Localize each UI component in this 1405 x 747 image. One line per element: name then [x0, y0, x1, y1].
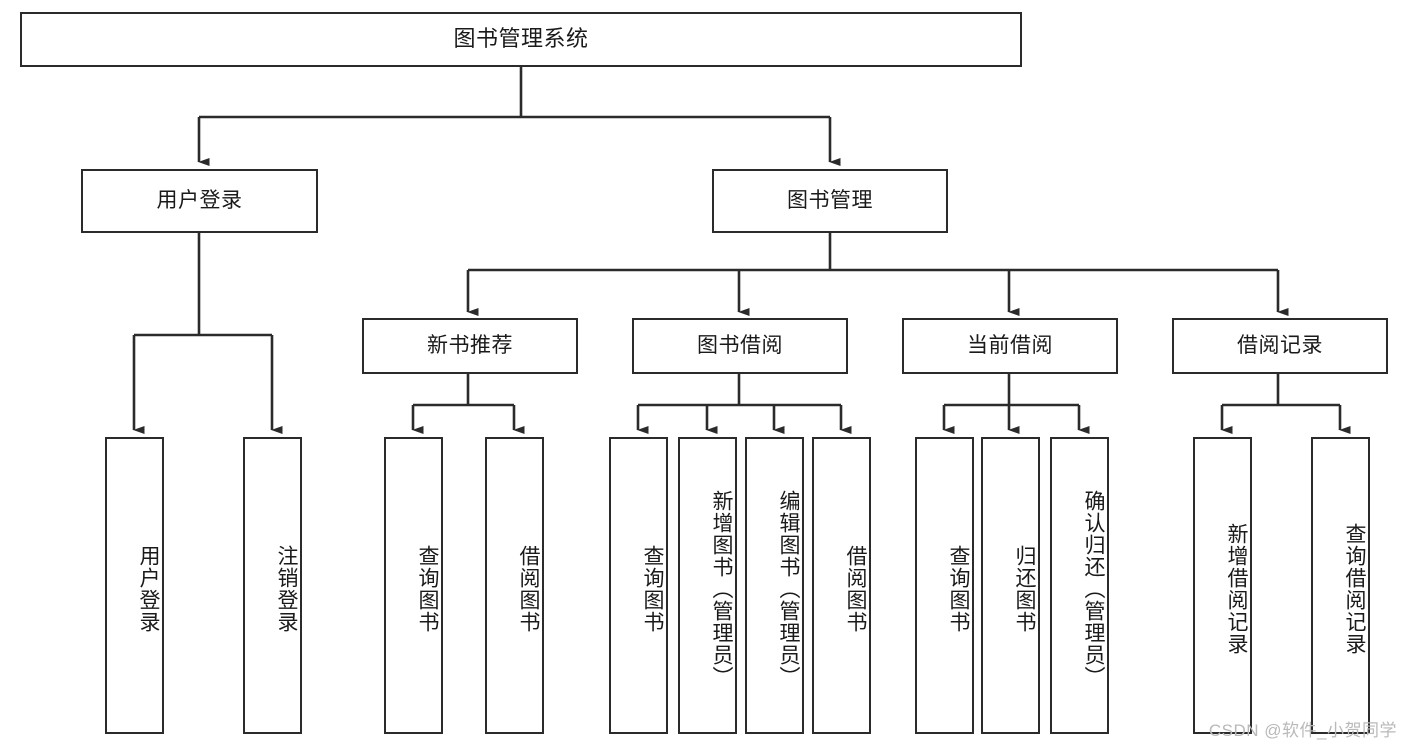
leaf-edit-book[interactable]: 编辑图书（管理员） — [745, 437, 804, 734]
node-label: 图书管理 — [787, 189, 873, 213]
node-label: 借阅记录 — [1237, 334, 1323, 358]
leaf-user-login[interactable]: 用户登录 — [105, 437, 164, 734]
node-current-borrow[interactable]: 当前借阅 — [902, 318, 1118, 374]
node-label: 查询图书 — [641, 544, 664, 633]
node-label: 查询图书 — [416, 544, 439, 633]
node-label: 注销登录 — [275, 544, 298, 633]
leaf-logout-login[interactable]: 注销登录 — [243, 437, 302, 734]
leaf-confirm-return[interactable]: 确认归还（管理员） — [1050, 437, 1109, 734]
node-label: 借阅图书 — [517, 544, 540, 633]
leaf-return-book[interactable]: 归还图书 — [981, 437, 1040, 734]
node-label: 当前借阅 — [967, 334, 1053, 358]
leaf-query-book-1[interactable]: 查询图书 — [384, 437, 443, 734]
node-user-login[interactable]: 用户登录 — [81, 169, 318, 233]
node-label: 新书推荐 — [427, 334, 513, 358]
node-book-borrow[interactable]: 图书借阅 — [632, 318, 848, 374]
node-label: 编辑图书（管理员） — [777, 489, 800, 688]
leaf-query-book-3[interactable]: 查询图书 — [915, 437, 974, 734]
node-borrow-record[interactable]: 借阅记录 — [1172, 318, 1388, 374]
node-label: 查询借阅记录 — [1343, 522, 1366, 655]
leaf-add-borrow-record[interactable]: 新增借阅记录 — [1193, 437, 1252, 734]
node-label: 新增借阅记录 — [1225, 522, 1248, 655]
node-label: 用户登录 — [137, 544, 160, 633]
node-label: 查询图书 — [947, 544, 970, 633]
leaf-add-book[interactable]: 新增图书（管理员） — [678, 437, 737, 734]
node-label: 图书借阅 — [697, 334, 783, 358]
node-label: 用户登录 — [156, 189, 243, 213]
node-book-management[interactable]: 图书管理 — [712, 169, 948, 233]
leaf-query-borrow-record[interactable]: 查询借阅记录 — [1311, 437, 1370, 734]
leaf-borrow-book-1[interactable]: 借阅图书 — [485, 437, 544, 734]
node-label: 借阅图书 — [844, 544, 867, 633]
leaf-query-book-2[interactable]: 查询图书 — [609, 437, 668, 734]
node-root-system[interactable]: 图书管理系统 — [20, 12, 1022, 67]
csdn-watermark: CSDN @软件_小贺同学 — [1208, 721, 1397, 740]
node-label: 新增图书（管理员） — [710, 489, 733, 688]
leaf-borrow-book-2[interactable]: 借阅图书 — [812, 437, 871, 734]
node-label: 归还图书 — [1013, 544, 1036, 633]
node-label: 确认归还（管理员） — [1082, 489, 1105, 688]
node-new-book-recommend[interactable]: 新书推荐 — [362, 318, 578, 374]
node-label: 图书管理系统 — [453, 26, 589, 52]
